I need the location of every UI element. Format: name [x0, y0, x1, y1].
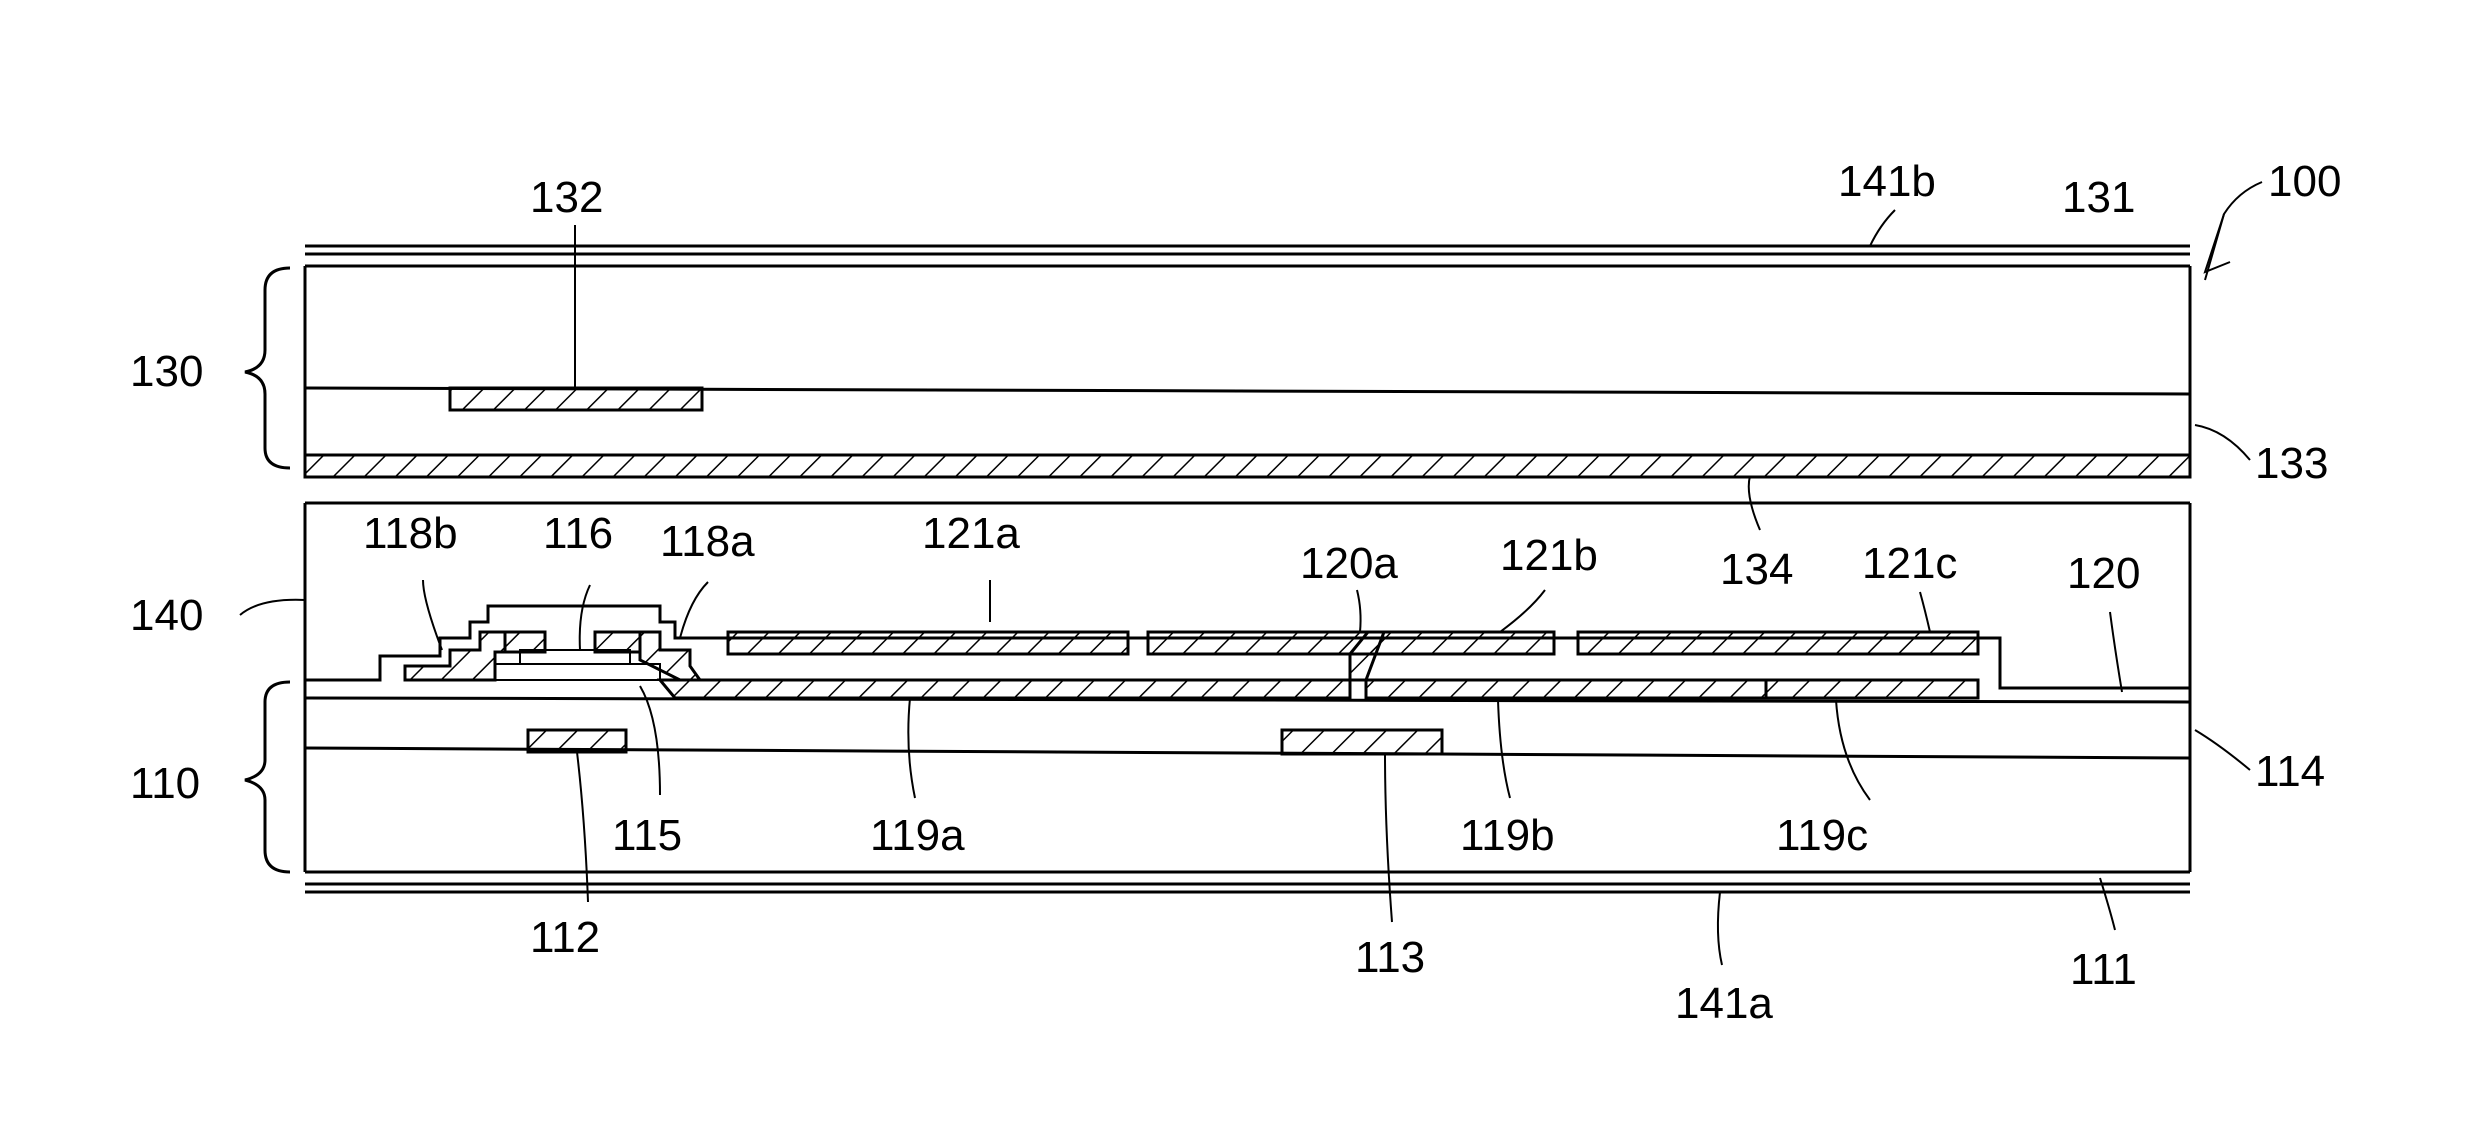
label-140: 140	[130, 591, 203, 640]
label-120: 120	[2067, 549, 2140, 598]
label-116: 116	[543, 509, 613, 558]
black-matrix-132	[450, 388, 702, 410]
leader-lines	[240, 182, 2262, 965]
label-114: 114	[2255, 747, 2325, 796]
label-121b: 121b	[1500, 531, 1598, 580]
label-118a: 118a	[660, 517, 755, 566]
brace-130	[245, 268, 290, 468]
label-131: 131	[2062, 173, 2135, 222]
label-121c: 121c	[1862, 539, 1957, 588]
brace-110	[245, 682, 290, 872]
label-141a: 141a	[1675, 979, 1773, 1028]
label-132: 132	[530, 173, 603, 222]
label-115: 115	[612, 811, 682, 860]
contact-layer-left	[505, 632, 545, 652]
label-134: 134	[1720, 545, 1793, 594]
label-118b: 118b	[363, 509, 458, 558]
label-121a: 121a	[922, 509, 1020, 558]
label-119c: 119c	[1776, 811, 1868, 860]
label-119a: 119a	[870, 811, 965, 860]
label-100: 100	[2268, 157, 2341, 206]
label-111: 111	[2070, 945, 2137, 994]
label-112: 112	[530, 913, 600, 962]
capacitor-electrode-113	[1282, 730, 1442, 754]
label-110: 110	[130, 759, 200, 808]
polarizer-141b	[305, 246, 2190, 254]
storage-electrode-119b	[1366, 680, 1766, 698]
pixel-electrode-121c	[1578, 632, 1978, 654]
label-133: 133	[2255, 439, 2328, 488]
label-130: 130	[130, 347, 203, 396]
counter-electrode-134	[305, 455, 2190, 477]
label-120a: 120a	[1300, 539, 1398, 588]
storage-electrode-119a	[660, 680, 1350, 698]
counter-substrate-131	[305, 266, 2190, 470]
gate-insulator-115	[495, 664, 660, 680]
storage-electrode-119c	[1766, 680, 1978, 698]
tft-substrate-111	[305, 680, 2190, 872]
label-113: 113	[1355, 933, 1425, 982]
label-141b: 141b	[1838, 157, 1936, 206]
label-119b: 119b	[1460, 811, 1555, 860]
contact-layer-right	[595, 632, 640, 652]
pixel-electrode-121a	[728, 632, 1128, 654]
gate-electrode-112	[528, 730, 626, 752]
